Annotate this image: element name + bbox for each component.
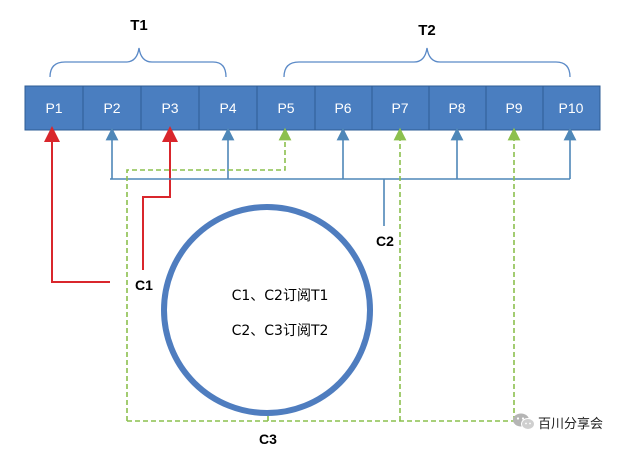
c1-line-p1 [44, 126, 110, 283]
circle-line-2: C2、C3订阅T2 [232, 323, 329, 339]
partition-p2 [82, 85, 142, 131]
c1-line-p3 [142, 126, 178, 270]
partition-label-p1: P1 [45, 100, 62, 116]
wechat-icon [513, 413, 535, 430]
partition-label-p6: P6 [334, 100, 351, 116]
partition-bar: P1 P2 P3 P4 P5 P6 P7 P8 P9 P10 [24, 85, 601, 131]
watermark-text: 百川分享会 [538, 416, 603, 432]
t2-brace [283, 47, 571, 78]
t1-label: T1 [130, 17, 148, 34]
partition-label-p7: P7 [391, 100, 408, 116]
watermark: 百川分享会 [513, 413, 603, 432]
circle-line-1: C1、C2订阅T1 [232, 288, 329, 304]
partition-label-p9: P9 [505, 100, 522, 116]
partition-p1 [24, 85, 84, 131]
consumer-c3-label: C3 [259, 431, 277, 447]
t2-label: T2 [418, 22, 436, 39]
partition-p6 [314, 85, 373, 131]
partition-label-p10: P10 [559, 100, 584, 116]
partition-label-p3: P3 [161, 100, 178, 116]
partition-label-p2: P2 [103, 100, 120, 116]
partition-p8 [428, 85, 487, 131]
consumer-c2-label: C2 [376, 233, 394, 249]
consumer-c1-label: C1 [135, 277, 153, 293]
partition-label-p4: P4 [219, 100, 236, 116]
partition-p3 [140, 85, 200, 131]
consumer-group-circle [161, 204, 373, 416]
partition-label-p5: P5 [277, 100, 294, 116]
c2-connections [105, 127, 577, 226]
partition-label-p8: P8 [448, 100, 465, 116]
partition-p10 [542, 85, 601, 131]
t1-brace [49, 47, 227, 78]
